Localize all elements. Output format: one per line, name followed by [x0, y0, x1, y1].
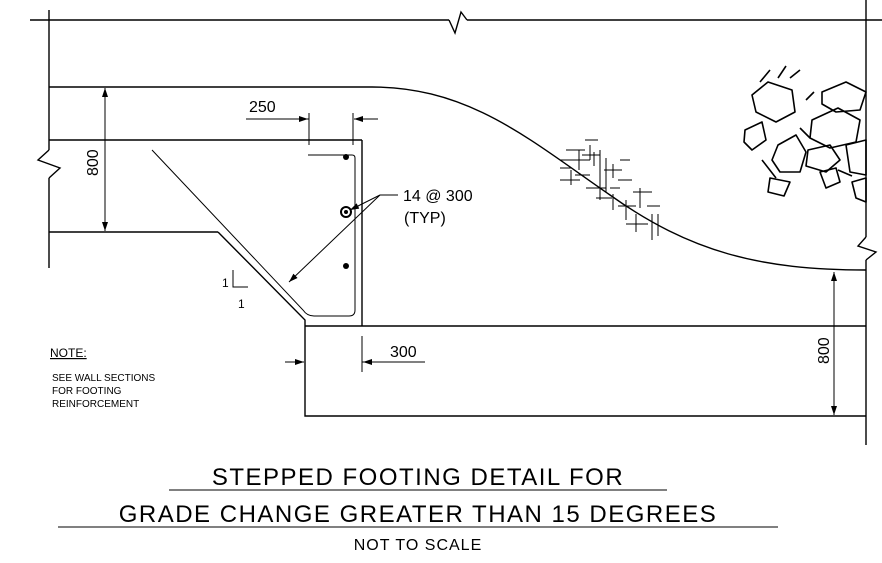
slope-rise-label: 1: [222, 276, 229, 290]
upper-slab: [49, 86, 867, 271]
note-line-3: REINFORCEMENT: [52, 399, 139, 410]
dim-800-right-label: 800: [816, 337, 833, 364]
rebar-dot-bottom: [343, 263, 349, 269]
gravel-fill: [743, 65, 867, 203]
left-border: [36, 20, 62, 268]
rebar-callout: 14 @ 300: [403, 188, 473, 205]
title-line-2: GRADE CHANGE GREATER THAN 15 DEGREES: [119, 501, 718, 528]
rebar-dot-middle: [340, 206, 352, 218]
dim-250-label: 250: [249, 99, 276, 116]
title-line-3: NOT TO SCALE: [354, 537, 482, 554]
note-line-2: FOR FOOTING: [52, 386, 122, 397]
rebar-callout-typ: (TYP): [404, 210, 446, 227]
note-line-1: SEE WALL SECTIONS: [52, 373, 156, 384]
note-heading: NOTE:: [50, 346, 87, 360]
top-border: [30, 0, 882, 36]
rebar-hook: [151, 149, 356, 317]
right-border: [856, 20, 878, 445]
dim-250: [246, 113, 378, 145]
slope-symbol: [232, 270, 248, 288]
dim-300: [285, 336, 425, 372]
rebar-leader: [288, 194, 398, 283]
title-line-1: STEPPED FOOTING DETAIL FOR: [212, 464, 624, 491]
soil-hatch: [560, 139, 660, 240]
dim-800-left-label: 800: [85, 149, 102, 176]
slope-run-label: 1: [238, 297, 245, 311]
rebar-dot-top: [343, 154, 349, 160]
dim-300-label: 300: [390, 344, 417, 361]
